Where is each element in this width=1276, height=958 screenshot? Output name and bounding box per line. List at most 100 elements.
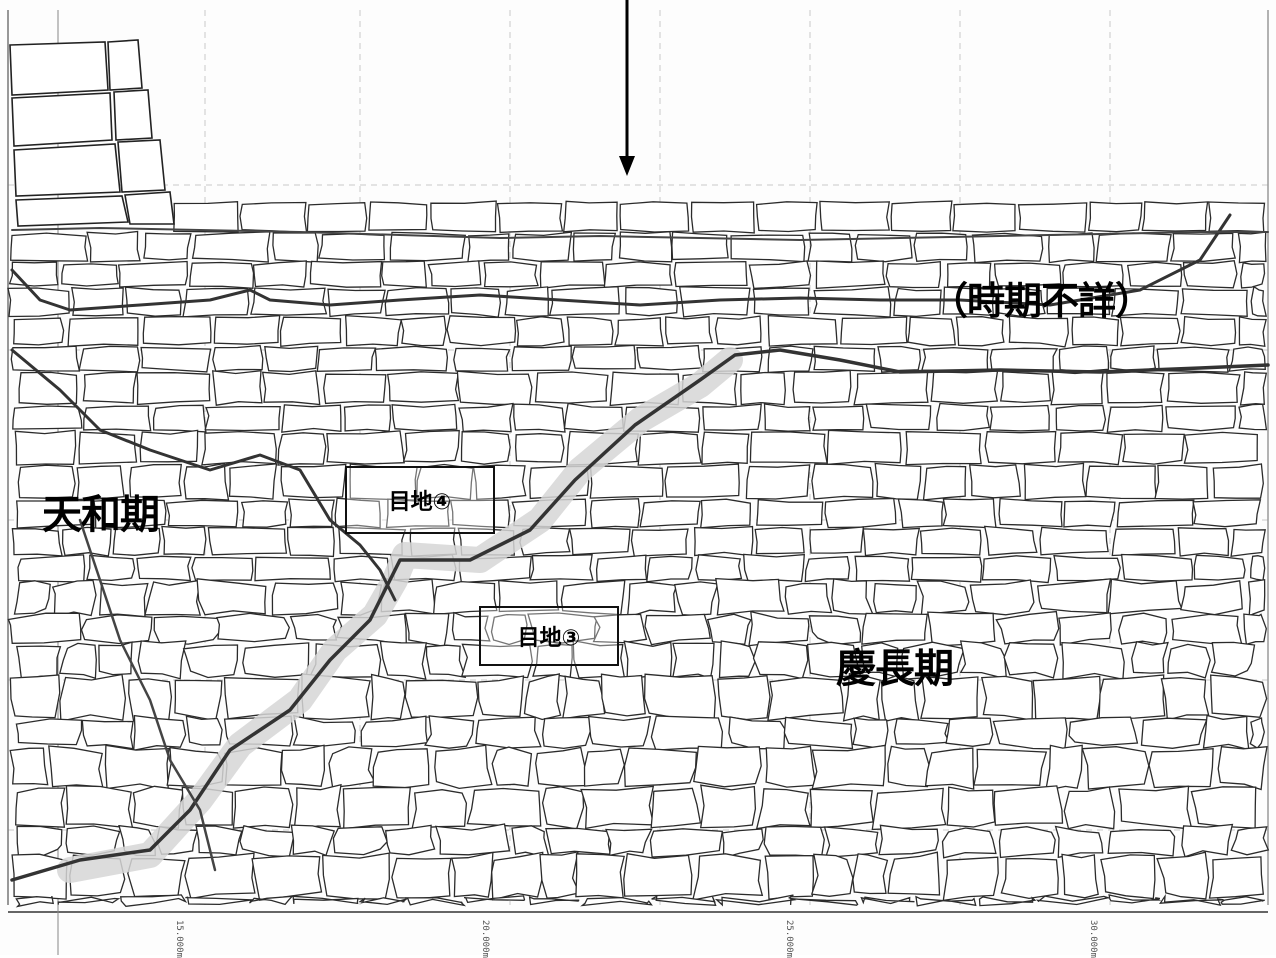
wall-stone xyxy=(728,716,786,750)
wall-stone xyxy=(1243,613,1267,646)
wall-stone xyxy=(1119,316,1181,347)
wall-stone xyxy=(1061,641,1125,680)
wall-stone xyxy=(9,674,61,719)
wall-stone xyxy=(763,403,811,432)
wall-stone xyxy=(512,231,573,262)
wall-stone xyxy=(995,610,1060,645)
wall-stone xyxy=(416,463,474,501)
wall-stone xyxy=(1180,288,1248,317)
wall-stone xyxy=(1003,642,1059,679)
wall-stone xyxy=(1063,500,1116,528)
wall-stone xyxy=(690,201,755,234)
wall-stone xyxy=(51,579,97,618)
wall-stone xyxy=(646,555,693,583)
wall-stone xyxy=(989,347,1059,373)
wall-stone xyxy=(140,346,212,373)
wall-stone xyxy=(16,825,63,857)
wall-stone xyxy=(254,556,331,582)
wall-stone xyxy=(129,463,183,498)
wall-stone xyxy=(1063,786,1116,830)
wall-stone xyxy=(706,613,752,646)
wall-stone xyxy=(885,260,942,289)
wall-stone xyxy=(384,286,450,317)
wall-stone xyxy=(497,579,560,613)
wall-stone xyxy=(618,231,673,263)
wall-stone xyxy=(589,465,664,499)
wall-stone xyxy=(466,787,542,827)
wall-stone xyxy=(10,232,89,262)
wall-stone xyxy=(589,498,641,529)
wall-stone xyxy=(600,673,646,717)
wall-stone xyxy=(625,286,678,317)
tenwa-boundary-line-2 xyxy=(78,518,217,872)
wall-stone xyxy=(1230,826,1270,856)
wall-stone xyxy=(650,715,724,751)
wall-stone xyxy=(504,286,549,318)
wall-stone xyxy=(583,748,625,787)
wall-stone xyxy=(513,403,566,433)
wall-stone xyxy=(695,554,743,582)
wall-stone xyxy=(784,582,833,615)
wall-stone xyxy=(514,433,565,463)
wall-stone xyxy=(755,788,811,830)
wall-stone xyxy=(1050,370,1104,406)
wall-stone xyxy=(1118,612,1168,646)
wall-stone xyxy=(61,263,119,287)
wall-stone xyxy=(1035,895,1109,906)
wall-stone xyxy=(182,644,239,679)
wall-stone xyxy=(183,462,230,501)
wall-stone xyxy=(907,316,956,347)
wall-stone xyxy=(195,825,243,856)
wall-stone xyxy=(1023,462,1087,501)
wall-stone xyxy=(343,404,392,432)
wall-stone xyxy=(411,789,468,830)
wall-stone xyxy=(1116,499,1195,528)
wall-stone xyxy=(897,498,944,529)
wall-stone xyxy=(306,202,368,233)
wall-stone xyxy=(458,402,514,433)
wall-stone xyxy=(1085,465,1157,500)
wall-stone xyxy=(453,347,511,372)
wall-stone xyxy=(946,786,996,828)
wall-stone xyxy=(286,526,335,558)
wall-stone xyxy=(878,824,939,856)
wall-stone xyxy=(1240,262,1266,289)
wall-stone xyxy=(981,555,1052,584)
wall-stone xyxy=(1237,231,1267,264)
wall-stone xyxy=(721,828,764,859)
wall-stone xyxy=(983,525,1038,556)
wall-stone xyxy=(671,231,729,261)
wall-stone xyxy=(702,403,762,431)
wall-stone xyxy=(665,315,713,345)
wall-stone xyxy=(1202,714,1250,751)
wall-stone xyxy=(580,785,655,830)
wall-stone xyxy=(637,431,702,466)
wall-stone xyxy=(1110,345,1157,372)
wall-stone xyxy=(714,894,797,907)
wall-stone xyxy=(515,316,565,347)
wall-stone xyxy=(483,261,539,288)
wall-stone xyxy=(212,344,264,372)
wall-stone xyxy=(764,854,815,900)
wall-stone xyxy=(191,231,271,263)
wall-stone xyxy=(239,201,308,234)
wall-stone xyxy=(1054,825,1104,859)
wall-stone xyxy=(580,896,653,907)
wall-stone xyxy=(874,462,922,501)
wall-stone xyxy=(968,464,1022,499)
wall-stone xyxy=(137,640,187,680)
wall-stone xyxy=(636,344,703,371)
wall-stone xyxy=(1120,553,1194,582)
wall-stone xyxy=(922,465,967,501)
wall-stone xyxy=(323,373,387,405)
wall-stone xyxy=(386,371,460,403)
wall-stone xyxy=(919,527,982,556)
wall-stone xyxy=(626,581,678,619)
wall-stone xyxy=(496,202,564,234)
wall-stone xyxy=(572,232,617,262)
wall-stone xyxy=(921,346,989,372)
wall-stone xyxy=(152,404,207,433)
wall-stone xyxy=(78,431,138,465)
wall-stone xyxy=(281,404,342,433)
wall-stone xyxy=(952,202,1016,233)
